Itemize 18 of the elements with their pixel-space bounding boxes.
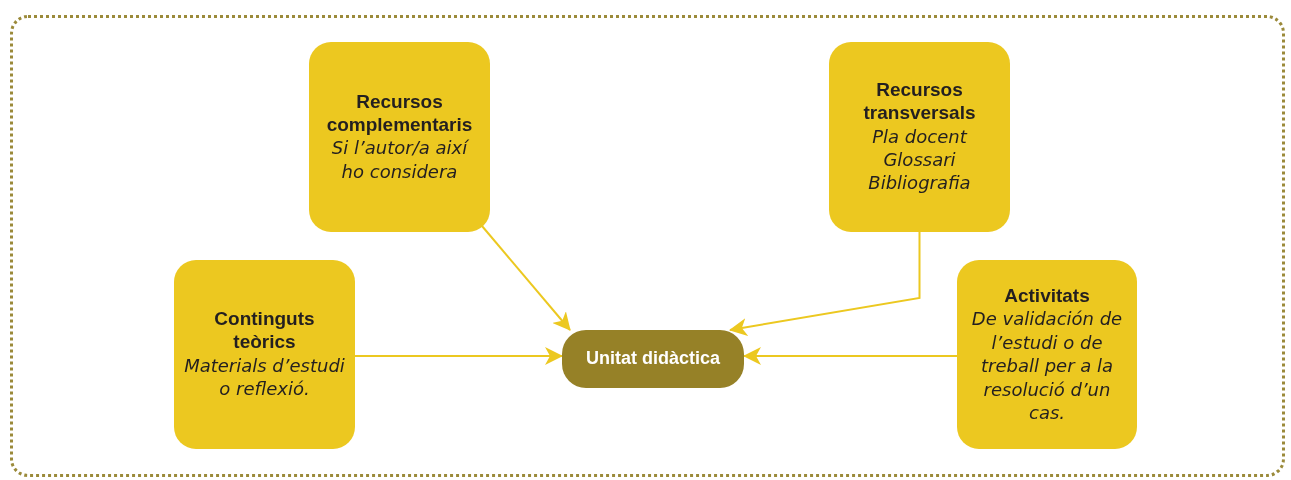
box-heading: Recursos complementaris [325,90,474,137]
box-description: Pla docent Glossari Bibliografia [867,124,972,195]
arrow [729,231,921,337]
box-heading: Unitat didàctica [586,348,720,370]
resource-box [174,260,355,449]
arrow [743,347,958,365]
box-heading: Continguts teòrics [213,308,316,354]
box-description: De validación de l’estudi o de treball per a la resolució d’un cas. [970,307,1124,425]
resource-box [829,42,1010,232]
box-heading: Activitats [1004,284,1090,308]
resource-box [309,42,490,232]
box-heading: Recursos transversals [862,79,977,125]
arrow [481,225,571,331]
box-description: Materials d’estudi o reflexió. [184,353,345,401]
resource-box [957,260,1137,449]
arrow [354,347,563,365]
box-description: Si l’autor/a així ho considera [330,136,470,184]
central-box [562,330,744,388]
